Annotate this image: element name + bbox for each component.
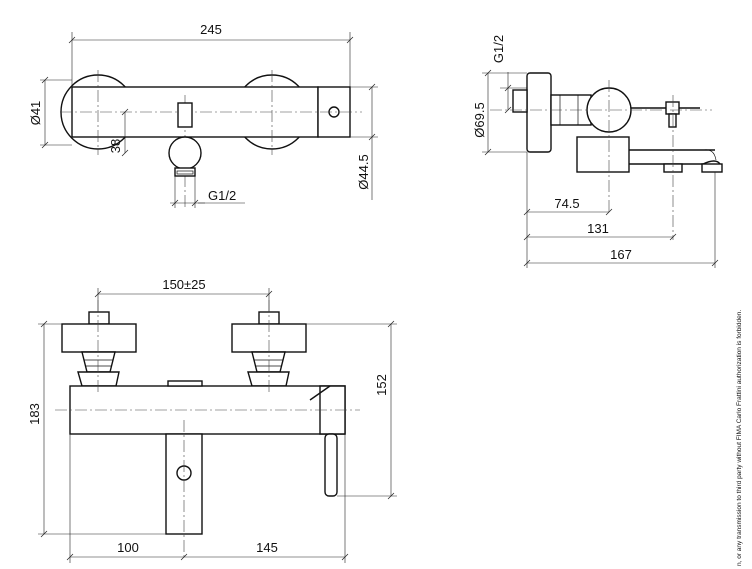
front-height-right-label: 152 [374, 374, 389, 396]
front-offset-right-label: 145 [256, 540, 278, 555]
front-offset-left-label: 100 [117, 540, 139, 555]
front-view: 150±25 183 [27, 277, 397, 563]
copyright-notice: n, or any transmission to third party wi… [736, 310, 743, 566]
top-left-diameter-label: Ø41 [28, 101, 43, 126]
top-offset-label: 38 [108, 139, 123, 153]
front-centers-label: 150±25 [162, 277, 205, 292]
side-body-diameter-label: Ø69.5 [472, 102, 487, 137]
top-inlet-thread-label: G1/2 [208, 188, 236, 203]
front-height-total-label: 183 [27, 403, 42, 425]
side-depth-2-label: 131 [587, 221, 609, 236]
side-view: G1/2 Ø69.5 [472, 35, 723, 268]
side-depth-1-label: 74.5 [554, 196, 579, 211]
top-view: 245 Ø41 38 [28, 22, 378, 210]
side-top-thread-label: G1/2 [491, 35, 506, 63]
side-depth-3-label: 167 [610, 247, 632, 262]
top-width-label: 245 [200, 22, 222, 37]
top-right-diameter-label: Ø44.5 [356, 154, 371, 189]
